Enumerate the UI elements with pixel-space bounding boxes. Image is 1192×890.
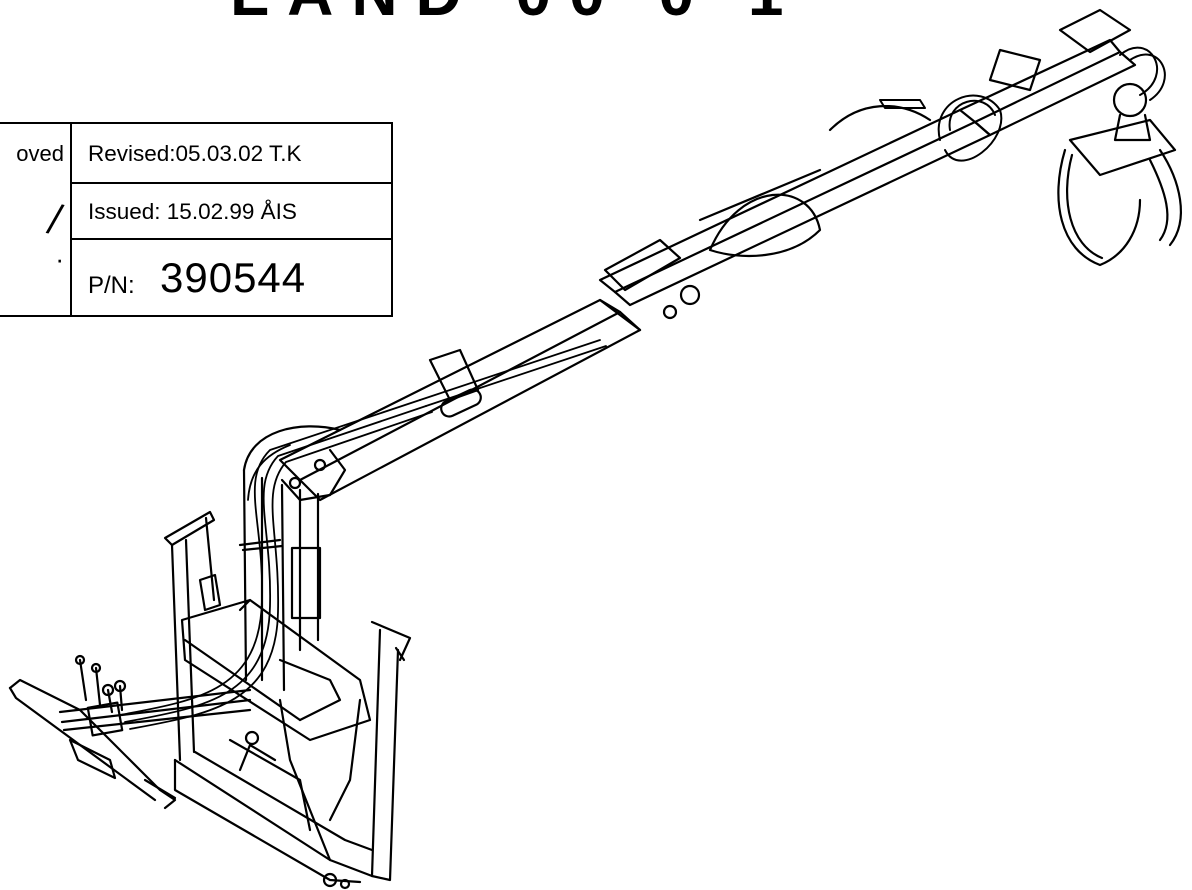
issued-row: Issued: 15.02.99 ÅIS bbox=[72, 184, 391, 240]
hydraulic-hoses bbox=[119, 339, 607, 730]
slewing-column bbox=[238, 425, 342, 722]
title-block-table: oved / · Revised:05.03.02 T.K Issued: 15… bbox=[0, 122, 393, 317]
telescopic-extension bbox=[958, 8, 1137, 137]
approved-label: oved bbox=[16, 141, 64, 166]
issued-text: Issued: 15.02.99 ÅIS bbox=[88, 199, 297, 224]
control-valve-arm bbox=[8, 654, 252, 810]
revised-text: Revised:05.03.02 T.K bbox=[88, 141, 302, 166]
jib-boom bbox=[598, 104, 992, 320]
main-boom bbox=[278, 298, 642, 502]
base-frame bbox=[163, 510, 412, 890]
part-number-prefix: P/N: bbox=[88, 272, 135, 299]
revised-row: Revised:05.03.02 T.K bbox=[72, 124, 391, 184]
grapple bbox=[1057, 82, 1182, 267]
hose-loops bbox=[879, 46, 1166, 162]
part-number-row: P/N: 390544 bbox=[72, 240, 391, 315]
approved-cell: oved / · bbox=[0, 124, 72, 315]
drawing-title-fragment: LAND 00 0 1 bbox=[230, 0, 801, 30]
approved-mark-dot: · bbox=[55, 244, 64, 274]
part-number-value: 390544 bbox=[160, 254, 307, 301]
